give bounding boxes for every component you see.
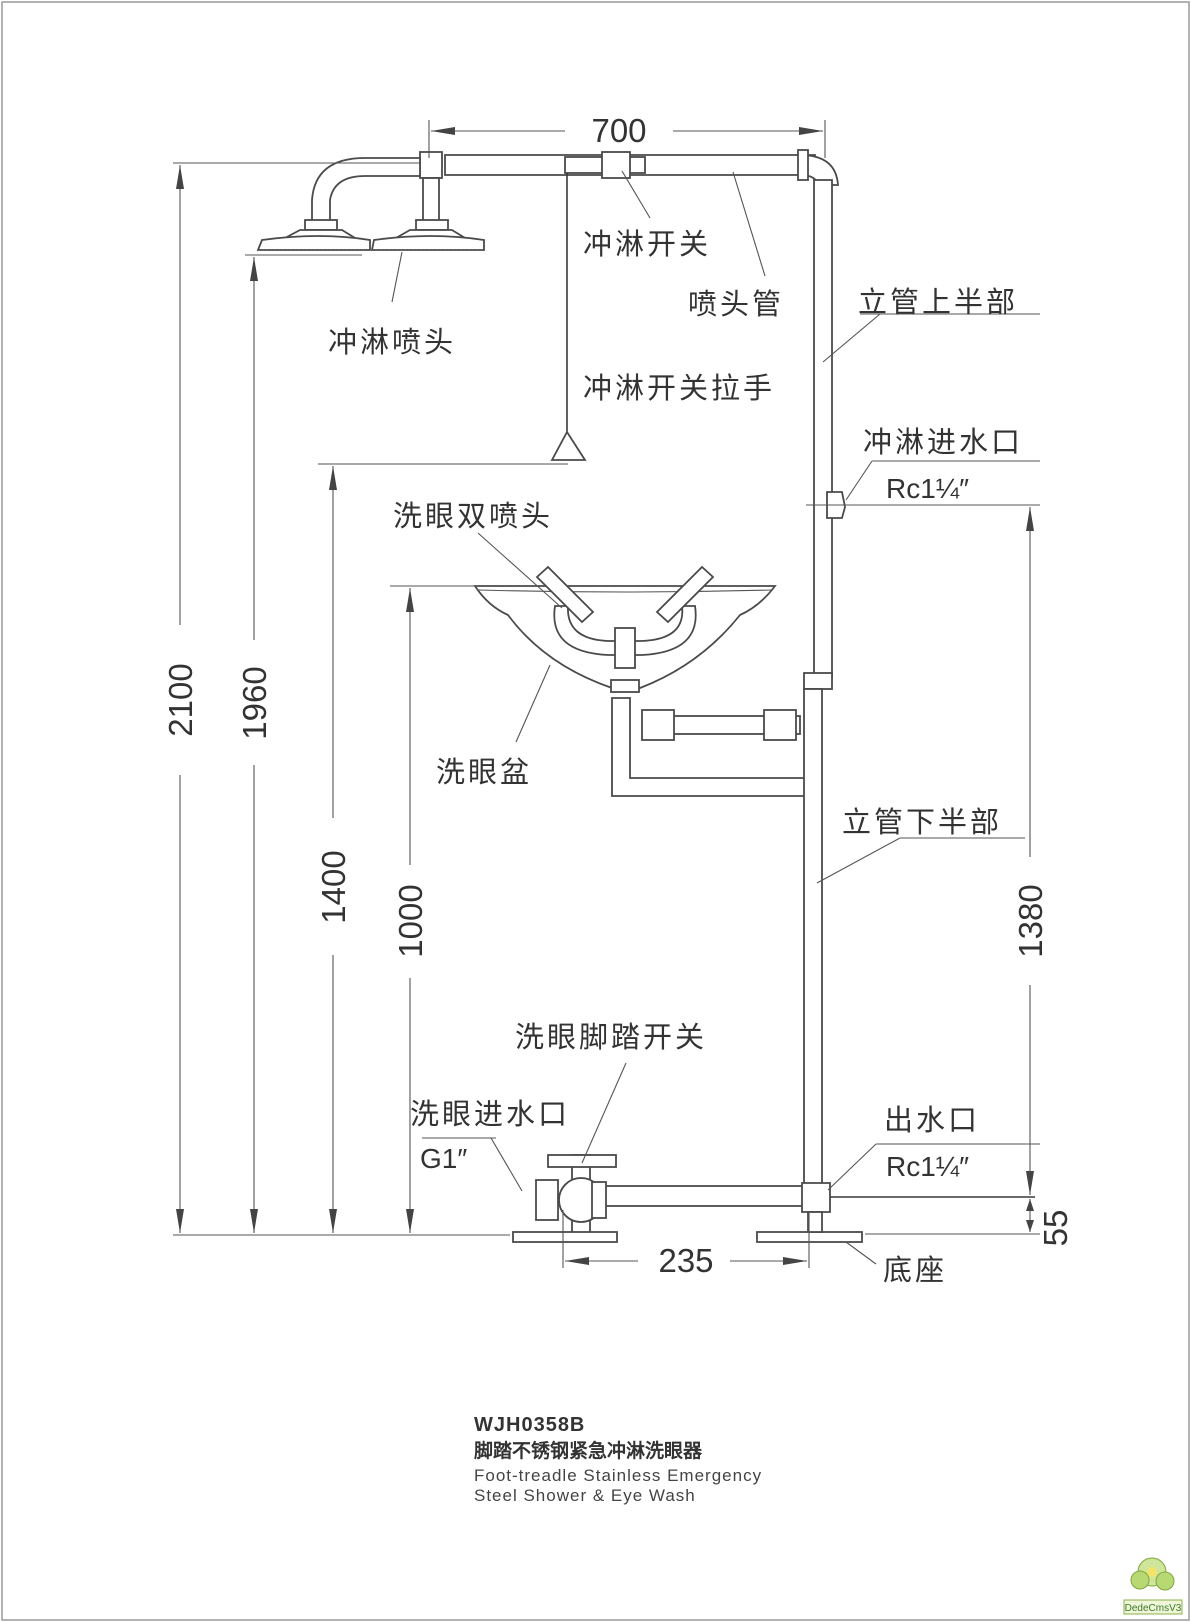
dim-height-total: 2100 (162, 663, 199, 736)
title-name-en-1: Foot-treadle Stainless Emergency (474, 1466, 762, 1485)
title-model: WJH0358B (474, 1414, 585, 1436)
label-eyewash-heads: 洗眼双喷头 (393, 499, 553, 533)
watermark-logo: DedeCmsV3 (1123, 1557, 1183, 1615)
supply-union-right (763, 709, 797, 741)
shower-head-right (370, 219, 485, 251)
dim-height-bowl: 1000 (392, 884, 429, 957)
dim-height-showerhead: 1960 (236, 666, 273, 739)
eyewash-stem (614, 627, 636, 669)
bowl-rim (477, 589, 773, 593)
label-outlet: 出水口 (884, 1103, 980, 1137)
label-outlet-spec: Rc1¼″ (886, 1151, 969, 1182)
dim-width-bottom: 235 (658, 1242, 713, 1279)
label-shower-switch: 冲淋开关 (583, 227, 711, 261)
leader-lines (391, 170, 1040, 1265)
label-base: 底座 (883, 1253, 947, 1287)
dim-height-outlet: 55 (1037, 1210, 1074, 1247)
shower-eyewash-outline (256, 149, 1035, 1243)
watermark-text: DedeCmsV3 (1125, 1603, 1182, 1614)
riser-upper (813, 179, 833, 678)
label-eyewash-inlet: 洗眼进水口 (410, 1097, 570, 1131)
eyewash-nozzle-right (655, 565, 715, 624)
dim-height-pull: 1400 (315, 850, 352, 923)
shower-head-left (256, 219, 371, 251)
dimension-text: 700 235 2100 1960 1400 1000 1380 55 (162, 112, 1074, 1279)
label-eyewash-inlet-spec: G1″ (420, 1143, 467, 1174)
title-name-en-2: Steel Shower & Eye Wash (474, 1486, 696, 1505)
title-name-cn: 脚踏不锈钢紧急冲淋洗眼器 (474, 1439, 703, 1462)
foot-valve-nut (591, 1181, 607, 1219)
label-riser-upper: 立管上半部 (858, 285, 1018, 319)
shower-switch-body (601, 151, 631, 179)
title-block: WJH0358B 脚踏不锈钢紧急冲淋洗眼器 Foot-treadle Stain… (474, 1414, 762, 1505)
label-foot-switch: 洗眼脚踏开关 (515, 1020, 707, 1054)
label-shower-head: 冲淋喷头 (328, 325, 456, 359)
label-shower-pull: 冲淋开关拉手 (583, 371, 775, 405)
label-eyewash-bowl: 洗眼盆 (436, 755, 532, 789)
bottom-pipe (597, 1185, 807, 1207)
shower-drop (422, 177, 440, 223)
bowl-drain-nut (610, 679, 640, 693)
base-post (807, 1211, 823, 1233)
outlet-tee (801, 1182, 831, 1213)
supply-union-left (641, 709, 675, 741)
eyewash-inlet-fitting (535, 1179, 559, 1221)
dim-width-top: 700 (591, 112, 646, 149)
foot-pedal (512, 1231, 618, 1243)
eyewash-yoke (553, 605, 697, 656)
elbow-nut (797, 149, 809, 181)
dimension-lines (173, 120, 1040, 1268)
label-shower-inlet-spec: Rc1¼″ (886, 473, 969, 504)
riser-union (803, 672, 833, 690)
dim-height-shower-inlet: 1380 (1012, 884, 1049, 957)
foot-valve-top (547, 1154, 617, 1168)
eyewash-nozzle-left (535, 565, 595, 624)
riser-lower (803, 688, 823, 1188)
pull-handle (550, 430, 587, 461)
shower-arm (311, 157, 421, 223)
label-shower-inlet: 冲淋进水口 (863, 425, 1023, 459)
shower-tee (419, 151, 443, 179)
labels: 冲淋开关 喷头管 立管上半部 冲淋喷头 冲淋开关拉手 冲淋进水口 Rc1¼″ 洗… (328, 227, 1023, 1287)
label-riser-lower: 立管下半部 (842, 805, 1002, 839)
label-nozzle-pipe: 喷头管 (688, 287, 784, 321)
